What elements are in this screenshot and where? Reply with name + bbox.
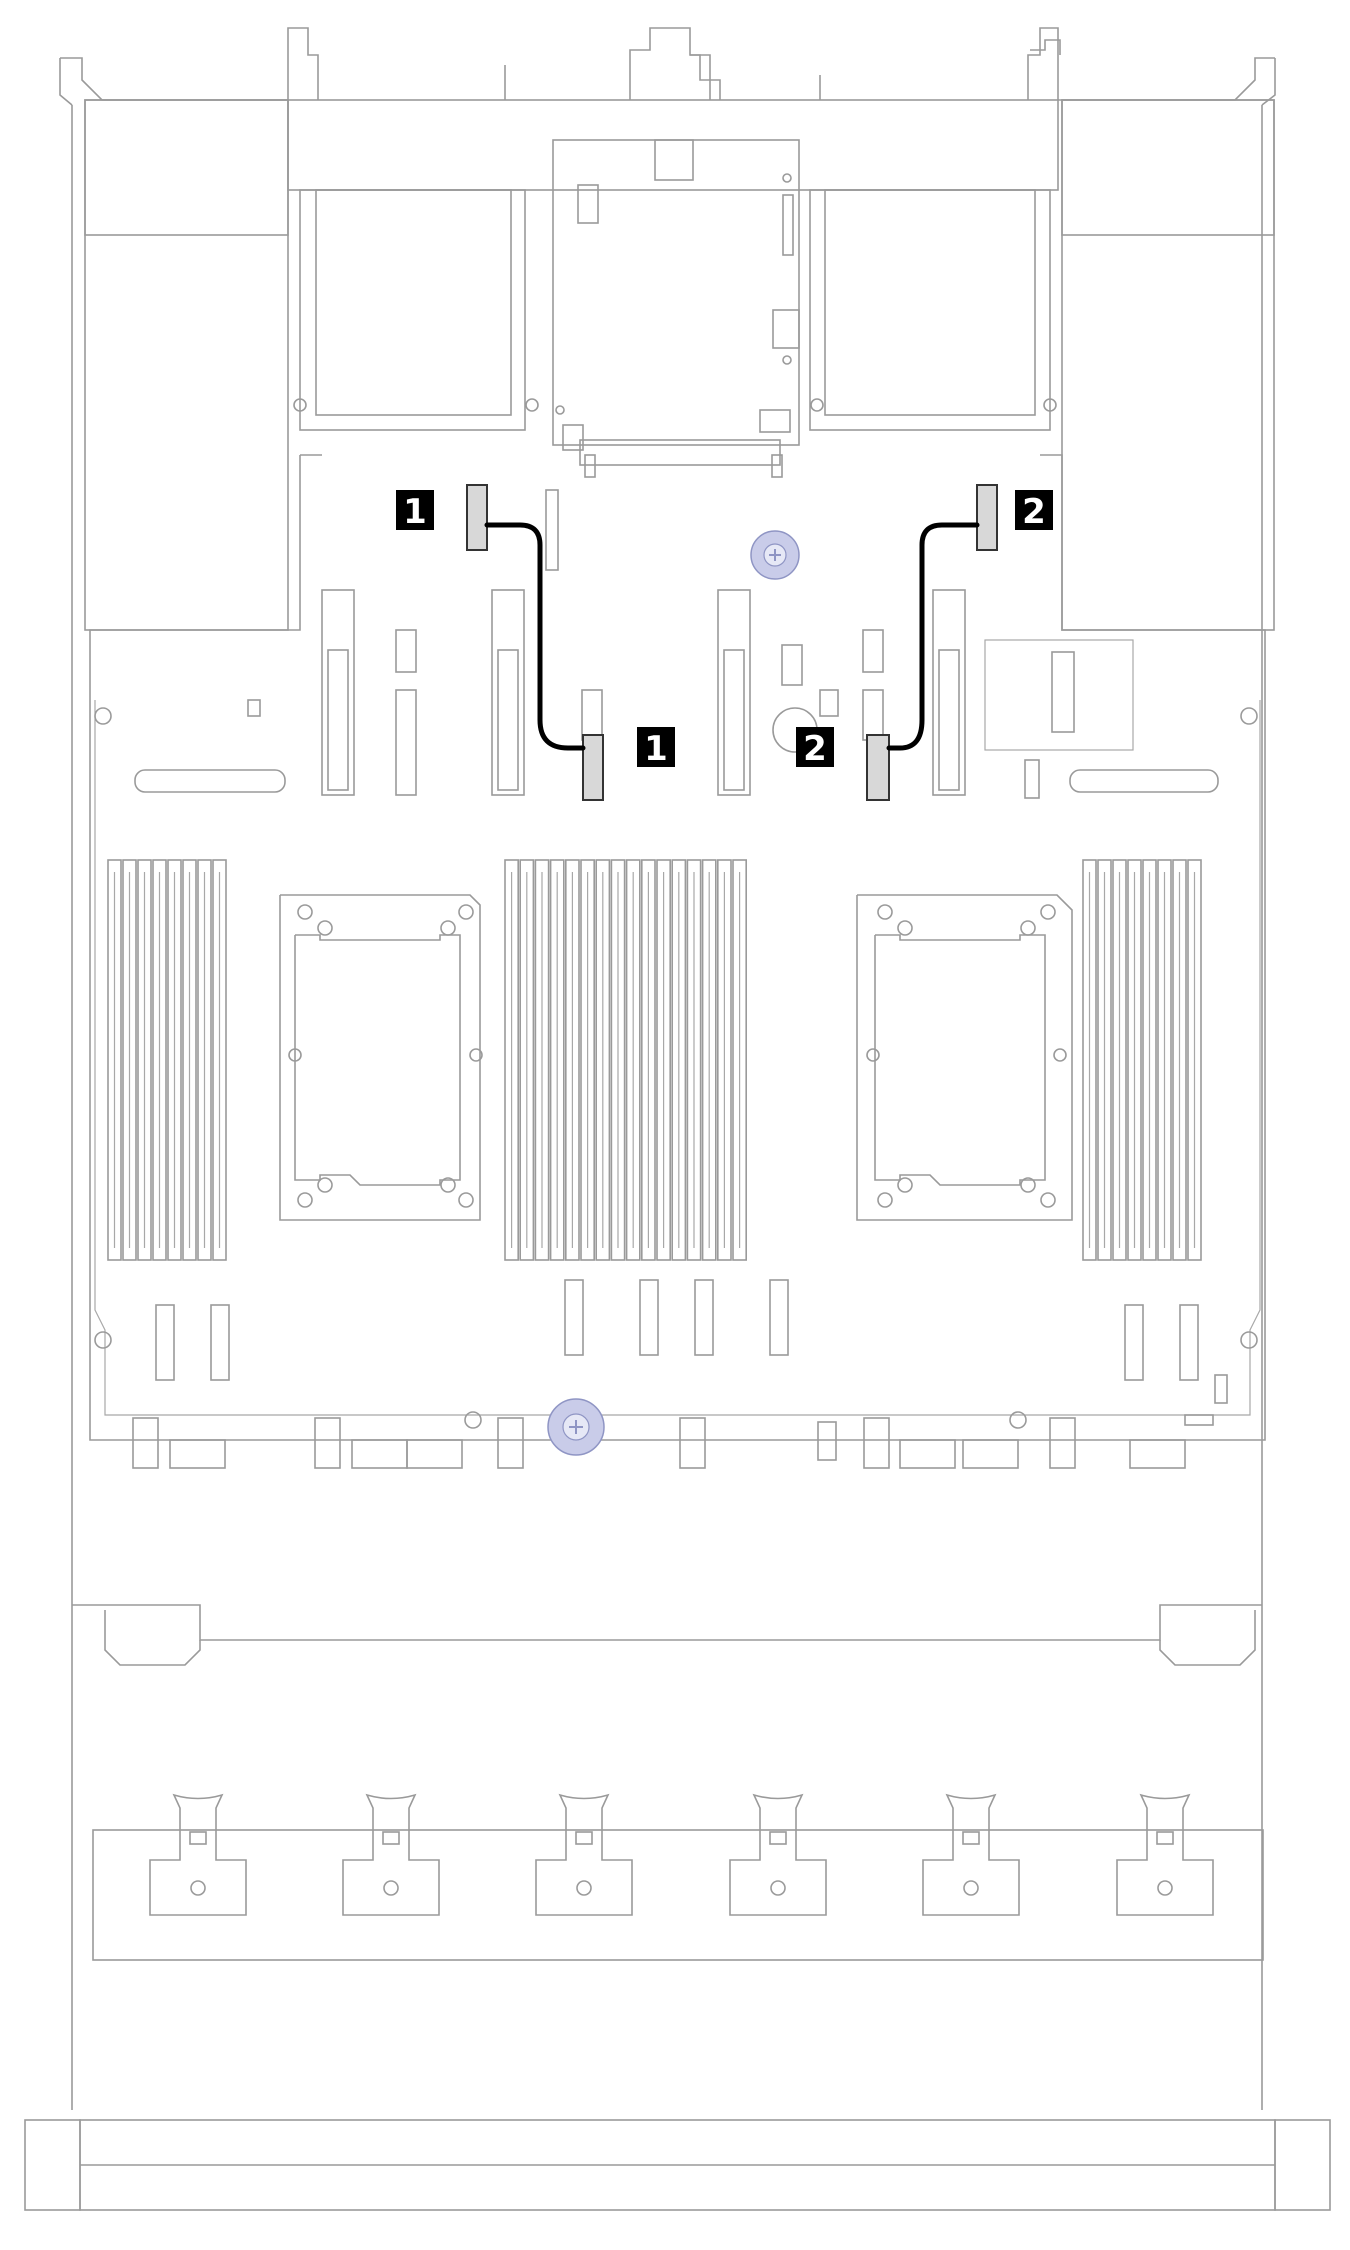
dimm-slot [549,859,565,1261]
dimm-slots-right [1082,859,1202,1261]
dimm-slot [580,859,595,1261]
callout-1-label: 1 [403,492,427,532]
dimm-slot [137,859,152,1261]
dimm-slot [212,859,227,1261]
fan-latch [535,1793,633,1916]
system-board [89,454,1266,1441]
cable-1-connector-riser [466,484,488,551]
fan-latch [922,1793,1020,1916]
cable-1-connector-board [582,734,604,801]
dimm-slot [107,859,122,1261]
dimm-slot [182,859,197,1261]
board-edge-connectors [132,1411,1186,1469]
cable-2 [866,484,998,801]
right-module [984,639,1134,751]
dimm-slot [671,859,687,1261]
lower-connectors [155,1279,1228,1426]
dimm-slot [716,859,732,1261]
cable-1 [466,484,604,801]
fan-latch-hole [1157,1880,1173,1896]
fan-latch-tab [769,1831,787,1845]
callout-1-top: 1 [396,490,434,532]
dimm-slot [625,859,641,1261]
dimm-slot [1082,859,1097,1261]
callout-2-label: 2 [803,729,827,769]
callout-1-label: 1 [644,729,668,769]
dimm-slot [1127,859,1142,1261]
fan-latch-tab [575,1831,593,1845]
dimm-slot [656,859,671,1261]
callout-2-label: 2 [1022,492,1046,532]
pcie-slots [321,489,1040,799]
left-psu-bay [84,99,289,631]
dimm-slots-left [107,859,227,1261]
right-psu-bay [1061,99,1275,631]
dimm-slot [610,859,626,1261]
fan-latch [729,1793,827,1916]
cpu-socket-left [279,894,483,1221]
callout-2-top: 2 [1015,490,1053,532]
dimm-slot [197,859,212,1261]
fan-latch-tab [1156,1831,1174,1845]
rear-cage [287,99,1059,478]
dimm-slot [564,859,580,1261]
fan-latch-tab [189,1831,207,1845]
callout-2-bottom: 2 [796,727,834,769]
dimm-slot [640,859,656,1261]
fan-latch [1116,1793,1214,1916]
dimm-slot [1172,859,1187,1261]
dimm-slot [686,859,702,1261]
fan-latch-hole [383,1880,399,1896]
cable-2-connector-riser [976,484,998,551]
dimm-slots-center [504,859,747,1261]
fan-latch-hole [576,1880,592,1896]
cpu-socket-right [856,894,1073,1221]
callout-1-bottom: 1 [637,727,675,769]
dimm-slot [534,859,550,1261]
dimm-slot [1112,859,1127,1261]
dimm-slot [152,859,167,1261]
dimm-slot [167,859,182,1261]
dimm-slot [701,859,717,1261]
dimm-slot [519,859,535,1261]
dimm-slot [732,859,747,1261]
fan-latch-hole [770,1880,786,1896]
front-bezel [24,2119,1331,2211]
cable-2-connector-board [866,734,890,801]
fan-latch-tab [382,1831,400,1845]
fan-latch [149,1793,247,1916]
fan-cage [72,1604,1264,1961]
dimm-slot [504,859,519,1261]
dimm-slot [1142,859,1157,1261]
dimm-slot [595,859,611,1261]
fan-latch-hole [963,1880,979,1896]
fan-latch [342,1793,440,1916]
thumbscrew-icon [750,530,800,580]
chassis-outline [59,27,1276,2110]
dimm-slot [1187,859,1202,1261]
fan-latch-hole [190,1880,206,1896]
dimm-slot [122,859,137,1261]
thumbscrew-icon [547,1398,605,1456]
dimm-slot [1097,859,1112,1261]
dimm-slot [1157,859,1172,1261]
fan-latch-tab [962,1831,980,1845]
fans [149,1793,1214,1916]
